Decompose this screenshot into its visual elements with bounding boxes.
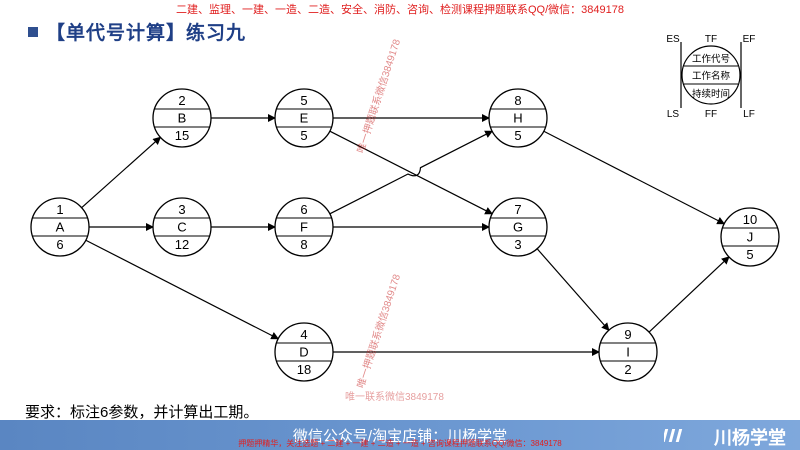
footer-bar: 微信公众号/淘宝店铺：川杨学堂 押题押精华，关注选题 + 二建 + 一建 + 二… bbox=[0, 420, 800, 450]
node-duration: 2 bbox=[624, 362, 631, 377]
node-9: 9I 2 bbox=[598, 322, 658, 382]
edge-7-9 bbox=[536, 248, 610, 331]
node-code: 10 bbox=[743, 212, 757, 227]
legend-code: 工作代号 bbox=[692, 53, 730, 65]
legend-es: ES bbox=[666, 34, 680, 45]
node-circle bbox=[30, 197, 90, 257]
legend-lf: LF bbox=[743, 109, 755, 120]
edge-5-7 bbox=[329, 130, 494, 215]
node-8: 8H 5 bbox=[488, 88, 548, 148]
node-code: 7 bbox=[514, 202, 521, 217]
node-6: 6F 8 bbox=[274, 197, 334, 257]
footer-red-text: 押题押精华，关注选题 + 二建 + 一建 + 二造 + 一造 + 咨询课程押题联… bbox=[238, 439, 562, 448]
node-name: I bbox=[626, 345, 630, 360]
node-code: 3 bbox=[178, 202, 185, 217]
node-7: 7G 3 bbox=[488, 197, 548, 257]
node-1: 1A 6 bbox=[30, 197, 90, 257]
node-duration: 3 bbox=[514, 237, 521, 252]
node-code: 6 bbox=[300, 202, 307, 217]
node-name: C bbox=[177, 220, 186, 235]
legend-ff: FF bbox=[705, 109, 717, 120]
node-name: B bbox=[178, 111, 187, 126]
page-title: 【单代号计算】练习九 bbox=[46, 23, 247, 44]
requirement-text: 要求：标注6参数，并计算出工期。 bbox=[25, 404, 259, 421]
top-banner: 二建、监理、一建、一造、二造、安全、消防、咨询、检测课程押题联系QQ/微信：38… bbox=[176, 4, 624, 16]
node-circle bbox=[274, 197, 334, 257]
legend-tf: TF bbox=[705, 34, 717, 45]
watermark-horizontal: 唯一联系微信3849178 bbox=[345, 392, 444, 403]
node-5: 5E5 bbox=[274, 88, 334, 148]
footer-main-text: 微信公众号/淘宝店铺：川杨学堂 bbox=[292, 428, 508, 445]
node-name: G bbox=[513, 220, 523, 235]
node-circle bbox=[152, 88, 212, 148]
node-code: 1 bbox=[56, 202, 63, 217]
node-circle bbox=[488, 197, 548, 257]
node-name: F bbox=[300, 220, 308, 235]
logo-icon bbox=[664, 429, 683, 442]
node-name: J bbox=[747, 230, 754, 245]
node-duration: 18 bbox=[297, 362, 311, 377]
node-circle bbox=[720, 207, 780, 267]
node-circle bbox=[152, 197, 212, 257]
node-code: 8 bbox=[514, 93, 521, 108]
node-code: 5 bbox=[300, 93, 307, 108]
node-duration: 8 bbox=[300, 237, 307, 252]
node-circle bbox=[274, 88, 334, 148]
edge-1-4 bbox=[85, 239, 280, 340]
legend-ef: EF bbox=[743, 34, 756, 45]
title-row: 【单代号计算】练习九 bbox=[28, 18, 246, 45]
node-duration: 12 bbox=[175, 237, 189, 252]
node-duration: 5 bbox=[514, 128, 521, 143]
node-name: D bbox=[299, 345, 308, 360]
edge-9-10 bbox=[648, 256, 730, 333]
edge-1-2 bbox=[81, 136, 162, 209]
node-name: H bbox=[513, 111, 522, 126]
legend-node: ES TF EF LS FF LF 工作代号 工作名称 持续时间 bbox=[666, 34, 755, 120]
legend-name: 工作名称 bbox=[692, 70, 731, 82]
node-duration: 15 bbox=[175, 128, 189, 143]
node-name: E bbox=[300, 111, 309, 126]
node-code: 2 bbox=[178, 93, 185, 108]
node-circle bbox=[274, 322, 334, 382]
edge-8-10 bbox=[543, 130, 726, 225]
node-10: 10J 5 bbox=[720, 207, 780, 267]
title-bullet-icon bbox=[28, 26, 38, 37]
node-duration: 6 bbox=[56, 237, 63, 252]
node-name: A bbox=[56, 220, 65, 235]
legend-duration: 持续时间 bbox=[692, 88, 730, 100]
edge-6-8 bbox=[329, 130, 494, 215]
node-duration: 5 bbox=[746, 247, 753, 262]
node-4: 4D 18 bbox=[274, 322, 334, 382]
node-code: 4 bbox=[300, 327, 307, 342]
node-duration: 5 bbox=[300, 128, 307, 143]
node-code: 9 bbox=[624, 327, 631, 342]
node-3: 3C 12 bbox=[152, 197, 212, 257]
node-2: 2B 15 bbox=[152, 88, 212, 148]
footer-logo-text: 川杨学堂 bbox=[714, 428, 786, 448]
legend-ls: LS bbox=[667, 109, 680, 120]
node-circle bbox=[488, 88, 548, 148]
node-circle bbox=[598, 322, 658, 382]
